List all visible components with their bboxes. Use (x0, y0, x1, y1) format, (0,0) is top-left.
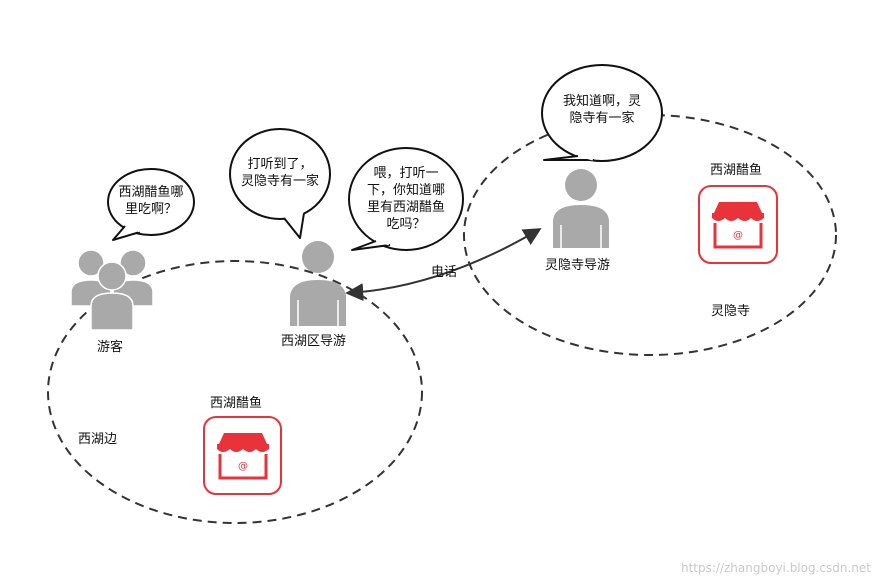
xihu-shop-label: 西湖醋鱼 (210, 396, 263, 411)
xihu-guide-reply-text: 打听到了， 灵隐寺有一家 (230, 156, 330, 190)
user-group-icon (70, 249, 154, 331)
watermark: https://zhangboyi.blog.csdn.net (680, 561, 871, 575)
bubble-line: 打听到了， (247, 157, 313, 172)
xihu-guide-label: 西湖区导游 (281, 334, 347, 349)
tourists-label: 游客 (97, 340, 124, 355)
svg-text:@: @ (238, 461, 248, 472)
svg-text:@: @ (733, 230, 743, 241)
bubble-line: 里有西湖醋鱼 (366, 200, 445, 215)
lingyin-region (463, 114, 837, 356)
xihu-guide-reply-bubble (229, 128, 331, 239)
bubble-line: 西湖醋鱼哪 (118, 185, 184, 200)
lingyin-shop-icon: @ (698, 185, 778, 264)
bubble-line: 隐寺有一家 (569, 111, 635, 126)
xihu-guide-user-icon (290, 241, 346, 326)
lingyin-guide-bubble-text: 我知道啊，灵 隐寺有一家 (548, 93, 656, 127)
phone-connection-arrow (345, 228, 542, 302)
xihu-guide-call-bubble (348, 147, 464, 251)
west-lake-region (47, 260, 423, 524)
west-lake-region-label: 西湖边 (78, 432, 118, 447)
tourists-bubble-text: 西湖醋鱼哪 里吃啊？ (112, 184, 190, 218)
bubble-line: 灵隐寺有一家 (240, 174, 319, 189)
tourists-speech-bubble (107, 168, 195, 241)
bubble-line: 下，你知道哪 (366, 183, 445, 198)
bubble-line: 喂，打听一 (373, 166, 439, 181)
bubble-line: 吃吗？ (386, 217, 426, 232)
lingyin-guide-label: 灵隐寺导游 (545, 258, 611, 273)
xihu-shop-icon: @ (203, 416, 282, 495)
lingyin-guide-speech-bubble (541, 64, 663, 162)
lingyin-region-label: 灵隐寺 (711, 304, 751, 319)
lingyin-guide-user-icon (553, 169, 609, 248)
bubble-line: 我知道啊，灵 (562, 94, 641, 109)
phone-connection-label: 电话 (431, 265, 458, 280)
bubble-line: 里吃啊？ (124, 202, 177, 217)
xihu-guide-call-text: 喂，打听一 下，你知道哪 里有西湖醋鱼 吃吗？ (354, 165, 458, 233)
lingyin-shop-label: 西湖醋鱼 (710, 163, 763, 178)
